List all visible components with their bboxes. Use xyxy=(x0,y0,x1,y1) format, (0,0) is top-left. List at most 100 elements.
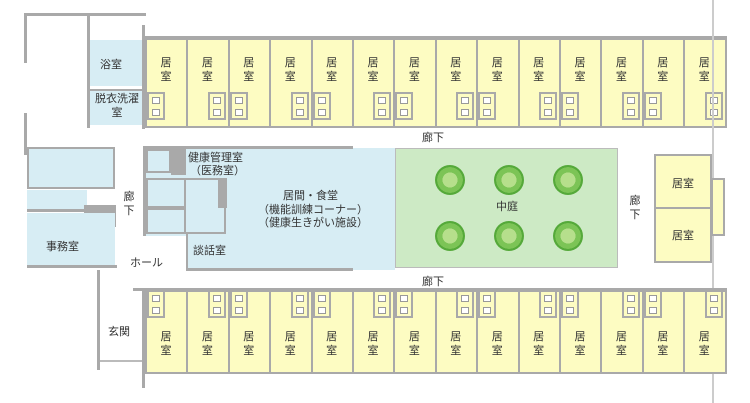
toilet xyxy=(290,290,309,318)
wall xyxy=(27,265,117,268)
wall xyxy=(186,234,188,270)
room-label: 居室 xyxy=(160,56,172,83)
room-label: 居室 xyxy=(491,56,503,83)
toilet xyxy=(643,92,662,120)
toilet xyxy=(395,290,414,318)
toilet xyxy=(478,290,497,318)
office-label: 事務室 xyxy=(46,240,79,253)
room-label: 居室 xyxy=(450,330,462,357)
entrance-label: 玄関 xyxy=(108,325,130,338)
tree-icon xyxy=(553,165,583,195)
wall xyxy=(24,13,146,16)
room-label: 居室 xyxy=(698,56,710,83)
room-label: 居室 xyxy=(533,56,545,83)
room-label: 居室 xyxy=(326,330,338,357)
toilet xyxy=(561,92,579,120)
room-label: 居室 xyxy=(450,56,462,83)
corridor-top-label: 廊下 xyxy=(422,131,444,144)
room-label: 居室 xyxy=(698,330,710,357)
room-label: 居室 xyxy=(367,56,379,83)
room-label: 居室 xyxy=(284,330,296,357)
room-label: 居室 xyxy=(201,56,213,83)
small-room xyxy=(146,208,186,234)
room-label: 居室 xyxy=(284,56,296,83)
room xyxy=(145,290,189,374)
wall xyxy=(143,146,146,236)
tree-icon xyxy=(435,221,465,251)
courtyard-label: 中庭 xyxy=(496,200,518,213)
room xyxy=(654,207,712,263)
wall xyxy=(186,268,353,271)
tree-icon xyxy=(494,221,524,251)
wall xyxy=(24,113,27,155)
dressing-label: 脱衣洗濯室 xyxy=(95,92,139,119)
bath-room xyxy=(90,40,142,86)
office-room xyxy=(27,213,115,265)
toilet xyxy=(147,92,165,120)
room-label: 居室 xyxy=(408,56,420,83)
toilet xyxy=(643,290,662,318)
living-sublabel-1: （機能訓練コーナー） xyxy=(258,203,368,216)
tree-icon xyxy=(553,221,583,251)
talk-room-label: 談話室 xyxy=(193,244,226,257)
wall xyxy=(143,146,353,149)
room-label: 居室 xyxy=(574,56,586,83)
toilet xyxy=(207,290,226,318)
room-label: 居室 xyxy=(243,56,255,83)
toilet xyxy=(395,92,414,120)
tree-icon xyxy=(494,165,524,195)
room-label: 居室 xyxy=(657,330,669,357)
toilet xyxy=(456,92,475,120)
room-label: 居室 xyxy=(243,330,255,357)
toilet xyxy=(229,290,248,318)
living-label: 居間・食堂 xyxy=(283,189,338,202)
toilet xyxy=(229,92,248,120)
toilet xyxy=(711,178,725,236)
dressing-room xyxy=(90,89,142,125)
toilet xyxy=(373,92,392,120)
room-label: 居室 xyxy=(574,330,586,357)
bath-label: 浴室 xyxy=(100,58,122,71)
room-label: 居室 xyxy=(201,330,213,357)
room-label: 居室 xyxy=(672,177,694,190)
wall xyxy=(142,36,727,39)
living-sublabel-2: （健康生きがい施設） xyxy=(258,216,368,229)
toilet xyxy=(539,92,557,120)
corridor-vertical-label: 廊下 xyxy=(123,190,135,217)
pillar xyxy=(171,149,186,175)
toilet xyxy=(207,92,226,120)
toilet xyxy=(312,92,331,120)
wall xyxy=(142,25,145,129)
entrance-door[interactable] xyxy=(100,360,142,362)
toilet xyxy=(561,290,579,318)
toilet xyxy=(478,92,497,120)
small-room xyxy=(146,178,186,208)
toilet xyxy=(621,92,640,120)
room-label: 居室 xyxy=(160,330,172,357)
toilet xyxy=(312,290,331,318)
corridor-bottom-label: 廊下 xyxy=(422,275,444,288)
room-label: 居室 xyxy=(615,56,627,83)
health-room-label: 健康管理室 xyxy=(188,151,243,164)
pillar xyxy=(218,178,227,208)
wall xyxy=(133,288,727,291)
room xyxy=(393,290,437,374)
room-label: 居室 xyxy=(408,330,420,357)
toilet xyxy=(373,290,392,318)
toilet xyxy=(621,290,640,318)
toilet xyxy=(704,290,723,318)
wall xyxy=(87,13,90,128)
wall xyxy=(97,270,100,370)
toilet xyxy=(290,92,309,120)
wall xyxy=(24,13,27,63)
toilet xyxy=(147,290,165,318)
health-room-sublabel: （医務室） xyxy=(190,164,245,177)
corridor-right-label: 廊下 xyxy=(629,194,641,221)
room-label: 居室 xyxy=(657,56,669,83)
toilet xyxy=(539,290,557,318)
room-label: 居室 xyxy=(491,330,503,357)
room-label: 居室 xyxy=(533,330,545,357)
room-label: 居室 xyxy=(367,330,379,357)
room-label: 居室 xyxy=(326,56,338,83)
wall xyxy=(142,288,145,388)
